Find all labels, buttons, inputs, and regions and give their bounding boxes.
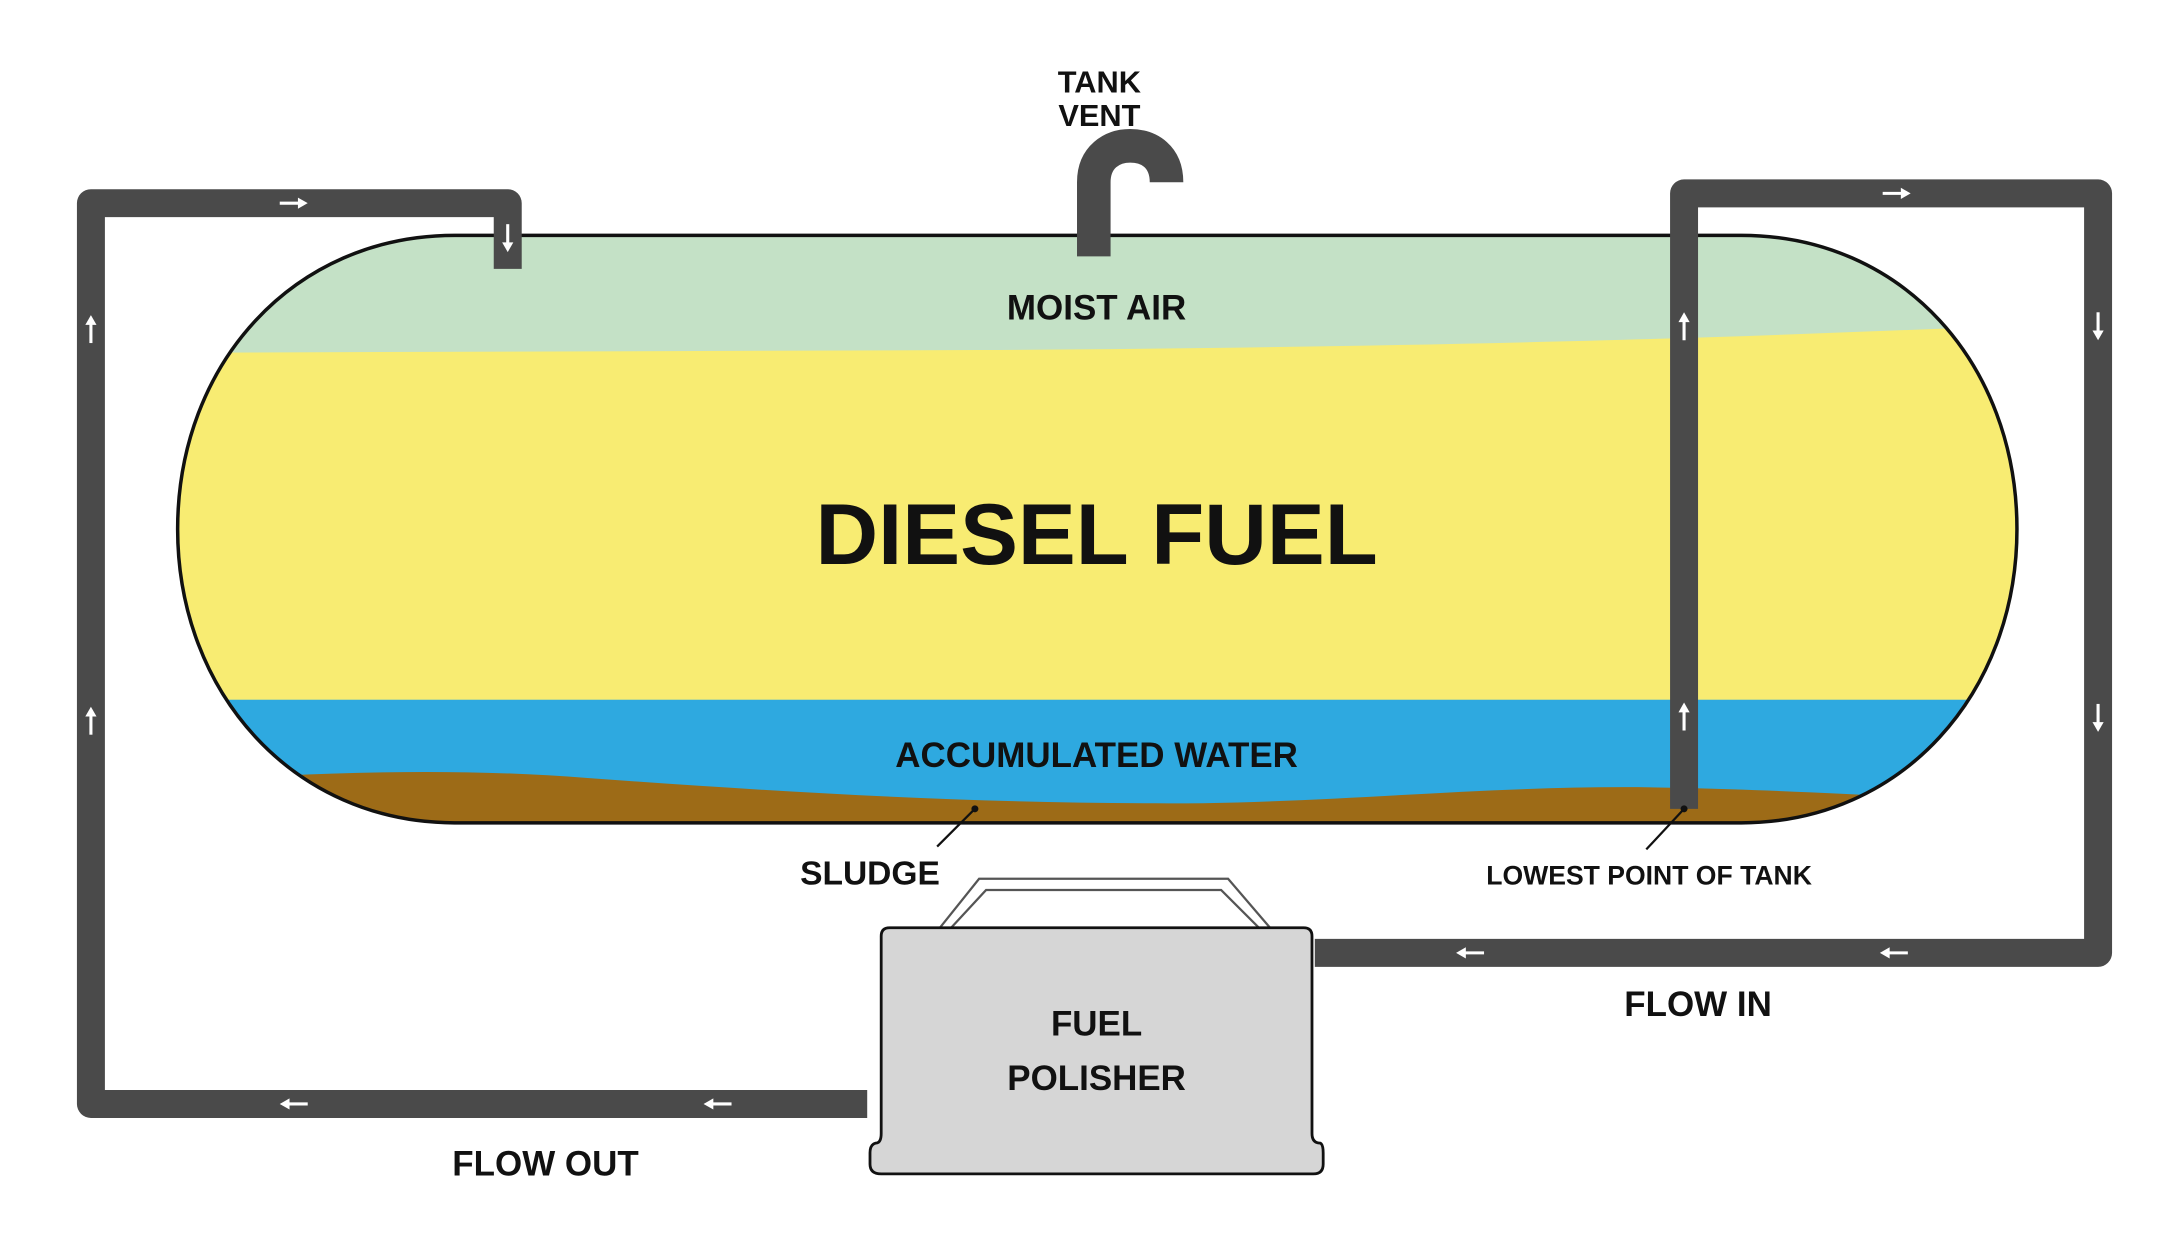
- polisher-handle: [939, 877, 1271, 929]
- arrow-up-icon: [1678, 312, 1690, 341]
- tank: [177, 235, 2017, 823]
- arrow-left-icon: [279, 1098, 308, 1110]
- arrow-left-icon: [1879, 947, 1908, 959]
- lowest-point-leader: [1645, 805, 1688, 851]
- sludge-label: SLUDGE: [800, 855, 940, 892]
- diesel-fuel-label: DIESEL FUEL: [816, 486, 1378, 583]
- arrow-left-icon: [1456, 947, 1485, 959]
- sludge-leader: [936, 805, 979, 848]
- arrow-up-icon: [85, 706, 97, 735]
- lowest-point-label: LOWEST POINT OF TANK: [1486, 860, 1812, 890]
- arrow-down-icon: [2092, 703, 2104, 732]
- arrow-up-icon: [1678, 702, 1690, 731]
- suction-pipe: [1314, 179, 2113, 967]
- arrow-down-icon: [2092, 312, 2104, 341]
- flow-in-label: FLOW IN: [1624, 985, 1772, 1024]
- flow-out-label: FLOW OUT: [452, 1144, 638, 1183]
- flow-arrows: [85, 187, 2104, 1110]
- tank-vent-label-line1: TANK: [1058, 65, 1141, 100]
- arrow-down-icon: [502, 224, 514, 253]
- tank-outline: [175, 233, 2019, 825]
- arrow-right-icon: [279, 197, 308, 209]
- polisher-handle-inner: [950, 888, 1260, 929]
- arrow-up-icon: [85, 315, 97, 344]
- tank-vent-label-line2: VENT: [1058, 98, 1140, 133]
- accumulated-water-label: ACCUMULATED WATER: [895, 736, 1298, 775]
- diesel-fuel-layer: [177, 324, 2017, 707]
- fuel-polisher-label-line2: POLISHER: [1007, 1059, 1186, 1098]
- moist-air-label: MOIST AIR: [1007, 288, 1186, 327]
- arrow-right-icon: [1882, 187, 1911, 199]
- polisher-body: [868, 926, 1325, 1176]
- fuel-polisher: [868, 877, 1325, 1176]
- tank-vent-pipe: [1077, 129, 1184, 257]
- arrow-left-icon: [703, 1098, 732, 1110]
- fuel-polisher-label-line1: FUEL: [1051, 1004, 1142, 1043]
